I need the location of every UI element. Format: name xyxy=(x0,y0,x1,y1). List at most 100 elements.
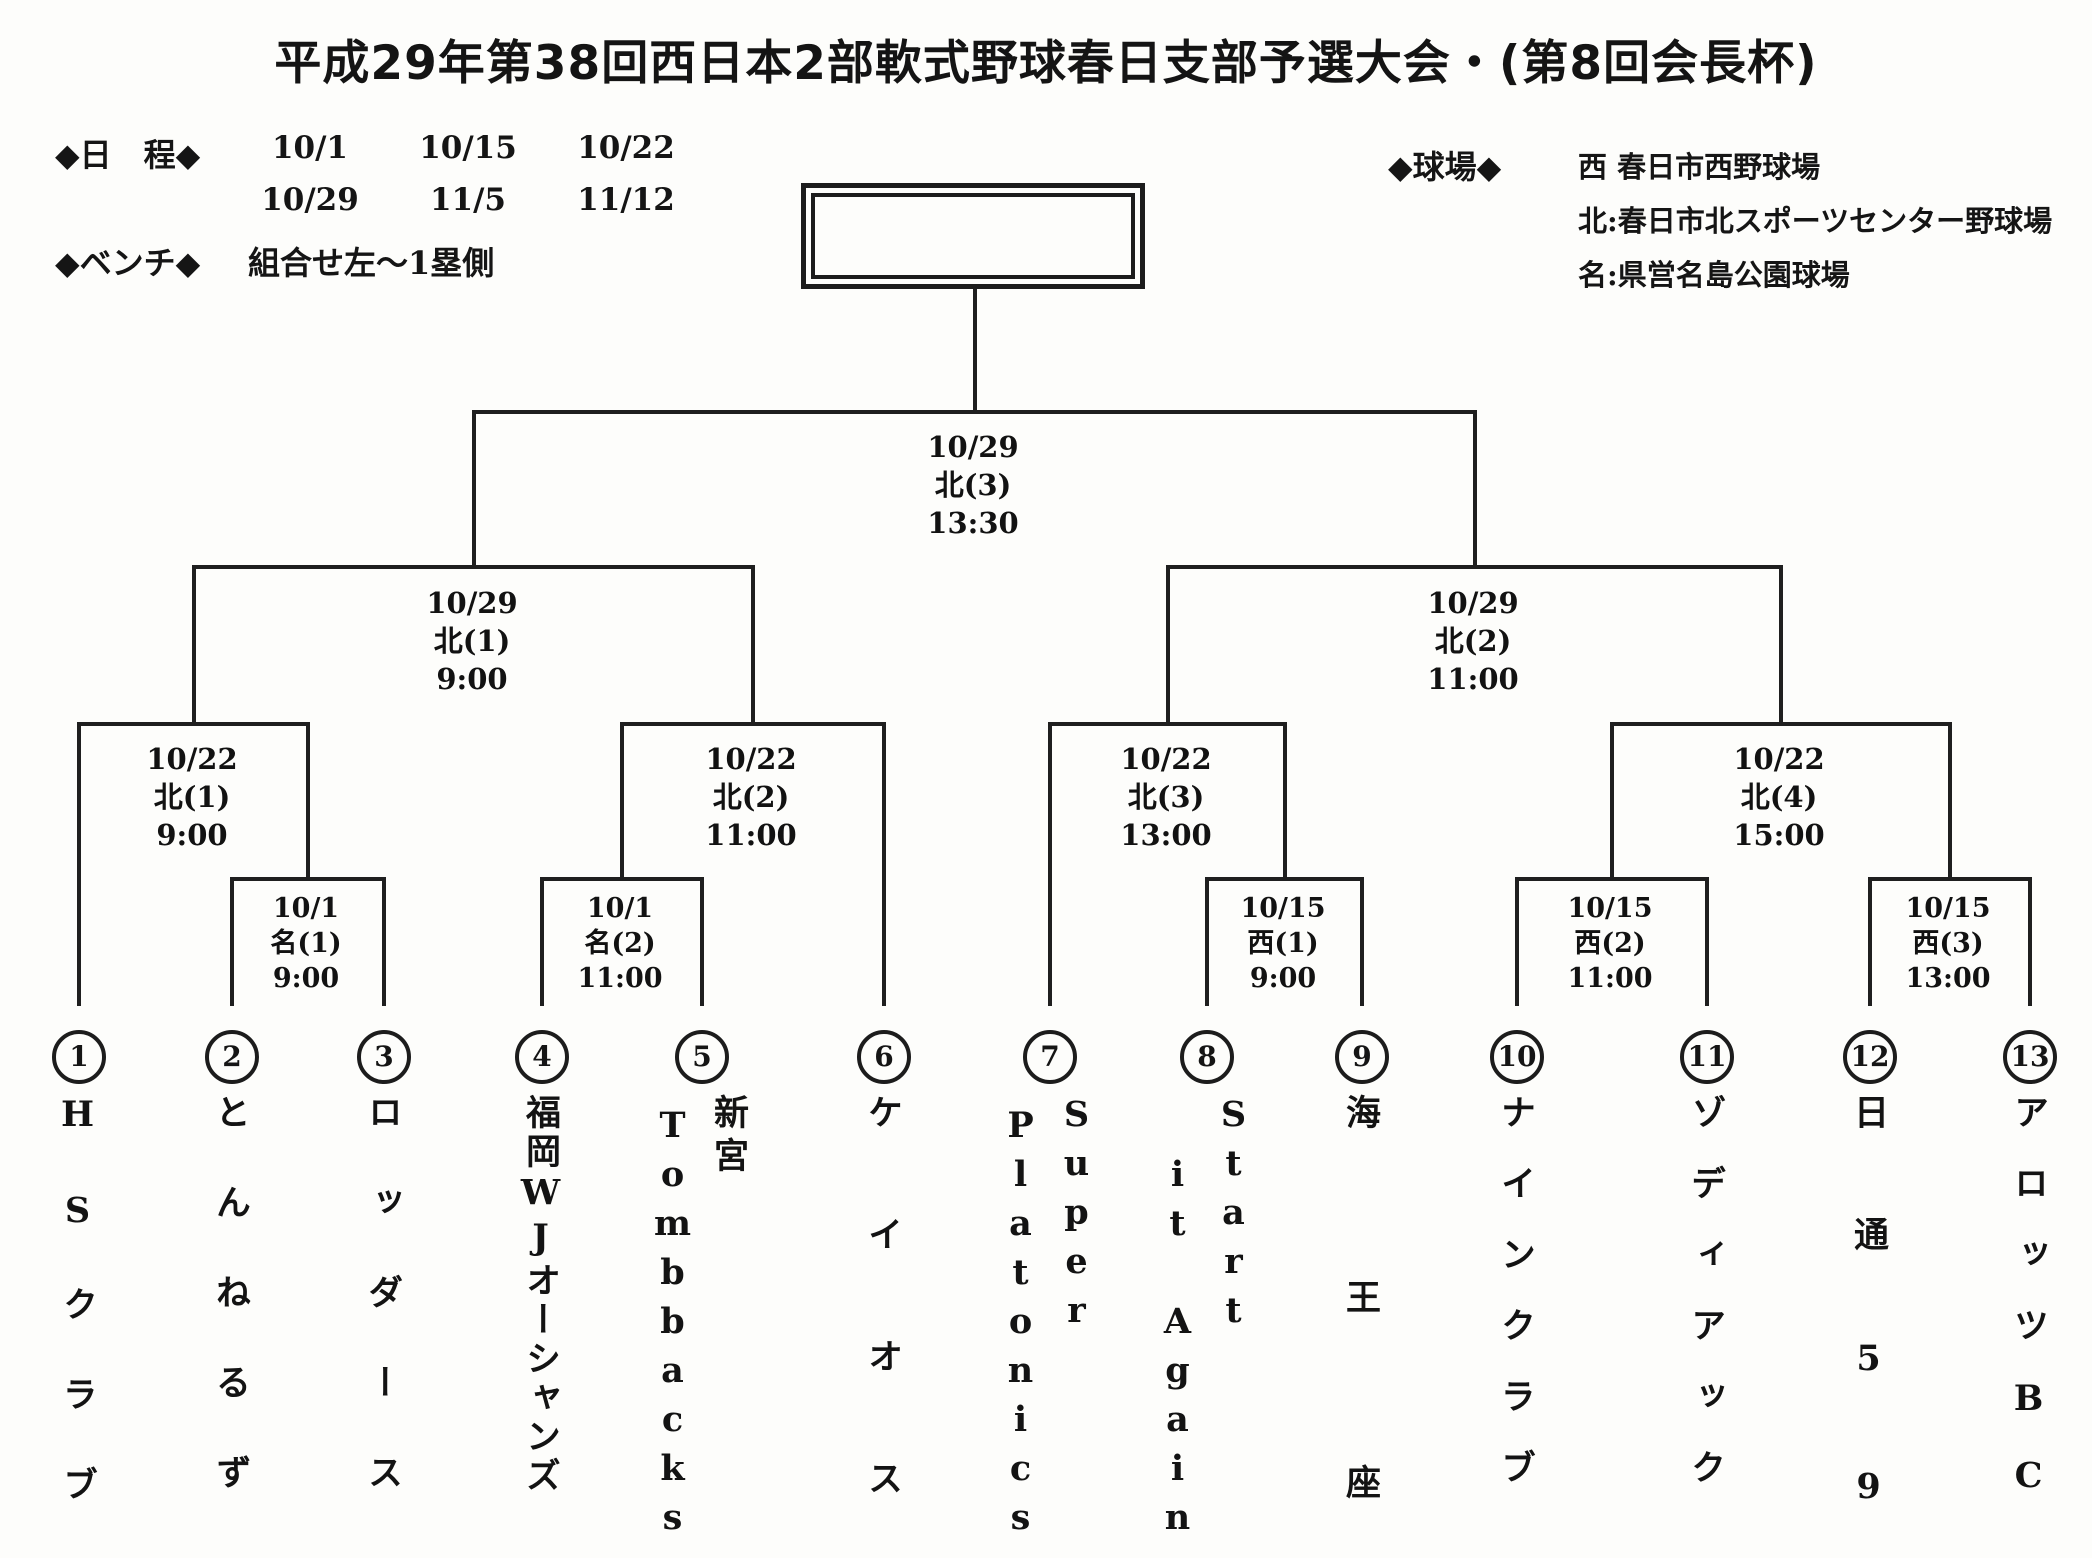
semifinal-2-label-date: 10/29 xyxy=(1427,586,1519,620)
quarterfinal-1-label: 10/22 北(1) 9:00 xyxy=(82,740,302,854)
bracket-line xyxy=(540,877,544,1006)
team-name-2: とんねるず xyxy=(155,1094,305,1546)
round1-5-label-venue: 西(3) xyxy=(1912,928,1984,959)
round1-1-label: 10/1 名(1) 9:00 xyxy=(196,891,416,996)
bracket-line xyxy=(1515,877,1519,1006)
quarterfinal-4-label-date: 10/22 xyxy=(1733,742,1825,776)
bracket-line xyxy=(1610,722,1614,877)
team-name-column: Super xyxy=(1056,1094,1097,1339)
bracket-line xyxy=(751,565,755,722)
bracket-line xyxy=(1610,722,1952,726)
quarterfinal-3-label-time: 13:00 xyxy=(1120,818,1212,852)
team-seed-8: 8 xyxy=(1180,1030,1234,1084)
quarterfinal-4-label-venue: 北(4) xyxy=(1740,780,1818,814)
team-name-6: ケイオス xyxy=(807,1094,957,1558)
schedule-label: ◆日 程◆ xyxy=(55,136,201,174)
bench-label: ◆ベンチ◆ xyxy=(55,244,201,282)
team-seed-11: 11 xyxy=(1680,1030,1734,1084)
quarterfinal-2-label-date: 10/22 xyxy=(705,742,797,776)
team-name-column: アロッツBC xyxy=(2008,1094,2049,1532)
semifinal-1-label-date: 10/29 xyxy=(426,586,518,620)
round1-4-label-venue: 西(2) xyxy=(1574,928,1646,959)
schedule-date: 11/12 xyxy=(577,182,675,218)
round1-1-label-date: 10/1 xyxy=(272,893,340,924)
team-seed-1: 1 xyxy=(52,1030,106,1084)
team-name-11: ゾディアック xyxy=(1630,1094,1780,1546)
team-seed-3: 3 xyxy=(357,1030,411,1084)
team-seed-12: 12 xyxy=(1843,1030,1897,1084)
bracket-line xyxy=(700,877,704,1006)
venue-line: 西 春日市西野球場 xyxy=(1578,150,1821,184)
team-seed-7: 7 xyxy=(1023,1030,1077,1084)
quarterfinal-1-label-venue: 北(1) xyxy=(153,780,231,814)
team-name-column: 福岡WJオーシャンズ xyxy=(520,1094,561,1496)
bracket-line xyxy=(230,877,234,1006)
schedule-date: 10/29 xyxy=(261,182,359,218)
bracket-line xyxy=(230,877,386,881)
bench-value: 組合せ左～1塁側 xyxy=(248,244,495,282)
bracket-line xyxy=(382,877,386,1006)
venue-line: 北:春日市北スポーツセンター野球場 xyxy=(1578,204,2053,238)
team-seed-10: 10 xyxy=(1490,1030,1544,1084)
team-seed-6: 6 xyxy=(857,1030,911,1084)
round1-1-label-time: 9:00 xyxy=(272,963,340,994)
quarterfinal-1-label-time: 9:00 xyxy=(156,818,228,852)
bracket-line xyxy=(2028,877,2032,1006)
schedule-date: 10/22 xyxy=(577,130,675,166)
team-name-column: 日通59 xyxy=(1848,1094,1889,1558)
quarterfinal-3-label-date: 10/22 xyxy=(1120,742,1212,776)
semifinal-1-label-time: 9:00 xyxy=(436,662,508,696)
bracket-line xyxy=(1205,877,1209,1006)
round1-3-label-time: 9:00 xyxy=(1249,963,1317,994)
bracket-line xyxy=(1705,877,1709,1006)
round1-3-label-date: 10/15 xyxy=(1240,893,1326,924)
round1-2-label-venue: 名(2) xyxy=(584,928,656,959)
bracket-line xyxy=(1360,877,1364,1006)
quarterfinal-3-label-venue: 北(3) xyxy=(1127,780,1205,814)
team-name-column: HSクラブ xyxy=(57,1094,98,1556)
bracket-line xyxy=(306,722,310,877)
bracket-line xyxy=(540,877,704,881)
team-name-column: it Again xyxy=(1157,1154,1198,1546)
quarterfinal-1-label-date: 10/22 xyxy=(146,742,238,776)
bracket-line xyxy=(973,289,977,410)
team-name-column: 新宮 xyxy=(708,1094,749,1180)
semifinal-2-label-time: 11:00 xyxy=(1427,662,1519,696)
venue-label: ◆球場◆ xyxy=(1388,148,1502,186)
team-name-column: とんねるず xyxy=(210,1094,251,1544)
bracket-line xyxy=(472,410,476,565)
team-name-column: Tombbacks xyxy=(652,1105,693,1546)
round1-1-label-venue: 名(1) xyxy=(270,928,342,959)
bracket-line xyxy=(1868,877,1872,1006)
team-name-column: ロッダース xyxy=(362,1094,403,1544)
schedule-date: 10/1 xyxy=(271,130,349,166)
bracket-line xyxy=(1048,722,1052,1006)
page-title: 平成29年第38回西日本2部軟式野球春日支部予選大会・(第8回会長杯) xyxy=(274,36,1818,91)
team-name-column: ゾディアック xyxy=(1685,1094,1726,1520)
round1-4-label-time: 11:00 xyxy=(1567,963,1653,994)
schedule-date: 10/15 xyxy=(419,130,517,166)
team-name-column: ナインクラブ xyxy=(1495,1094,1536,1520)
bracket-line xyxy=(1205,877,1364,881)
champion-box-inner xyxy=(811,193,1135,279)
bracket-line xyxy=(1048,722,1287,726)
bracket-line xyxy=(882,722,886,1006)
final-match-label-venue: 北(3) xyxy=(934,468,1012,502)
team-seed-9: 9 xyxy=(1335,1030,1389,1084)
bracket-line xyxy=(1868,877,2032,881)
team-name-10: ナインクラブ xyxy=(1440,1094,1590,1546)
round1-2-label-time: 11:00 xyxy=(577,963,663,994)
champion-box xyxy=(801,183,1145,289)
bracket-line xyxy=(1779,565,1783,722)
team-name-4: 福岡WJオーシャンズ xyxy=(465,1094,615,1546)
team-seed-2: 2 xyxy=(205,1030,259,1084)
